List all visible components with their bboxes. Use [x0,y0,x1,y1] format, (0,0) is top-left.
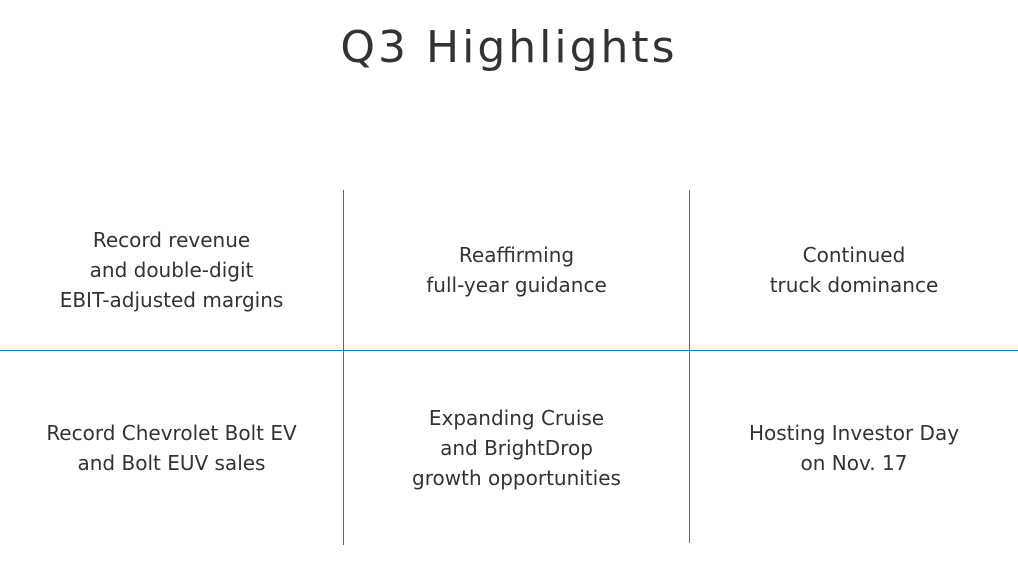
highlight-cell-revenue: Record revenue and double-digit EBIT-adj… [0,190,343,350]
grid-divider-horizontal [0,350,1018,351]
highlight-cell-truck: Continued truck dominance [690,190,1018,350]
highlight-text: Record revenue and double-digit EBIT-adj… [59,228,284,312]
slide-title: Q3 Highlights [340,22,678,73]
highlight-cell-investor-day: Hosting Investor Day on Nov. 17 [690,351,1018,545]
highlight-text: Continued truck dominance [769,243,939,297]
highlight-text: Reaffirming full-year guidance [426,243,607,297]
highlight-cell-bolt-sales: Record Chevrolet Bolt EV and Bolt EUV sa… [0,351,343,545]
highlight-text: Hosting Investor Day on Nov. 17 [748,421,960,475]
grid-divider-vertical-left [343,190,344,545]
highlight-text: Record Chevrolet Bolt EV and Bolt EUV sa… [46,421,297,475]
highlight-cell-guidance: Reaffirming full-year guidance [344,190,689,350]
highlight-cell-cruise-brightdrop: Expanding Cruise and BrightDrop growth o… [344,351,689,545]
grid-divider-vertical-right [689,190,690,543]
highlight-text: Expanding Cruise and BrightDrop growth o… [412,406,621,490]
